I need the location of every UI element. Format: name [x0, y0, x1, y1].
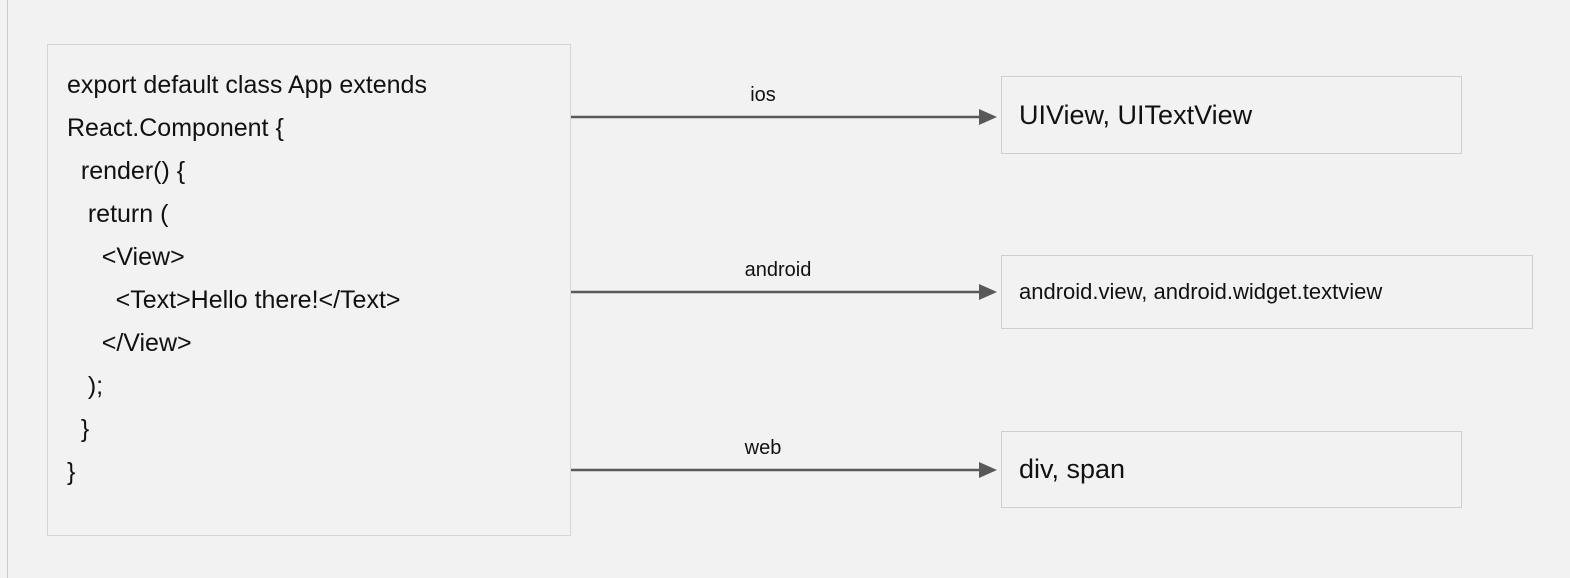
source-code-node[interactable]: export default class App extends React.C…	[47, 44, 571, 536]
edge-label-android: android	[744, 259, 812, 281]
target-node-web[interactable]: div, span	[1001, 431, 1462, 508]
target-node-ios[interactable]: UIView, UITextView	[1001, 76, 1462, 154]
edge-arrow-android[interactable]	[565, 280, 1005, 304]
edge-label-web: web	[744, 437, 782, 459]
target-node-android-label: android.view, android.widget.textview	[1019, 279, 1383, 304]
target-node-android[interactable]: android.view, android.widget.textview	[1001, 255, 1533, 329]
edge-label-ios: ios	[750, 84, 776, 106]
source-code-text: export default class App extends React.C…	[67, 71, 427, 486]
target-node-ios-label: UIView, UITextView	[1019, 99, 1253, 130]
page-divider	[7, 0, 8, 578]
target-node-web-label: div, span	[1019, 454, 1126, 484]
edge-arrow-ios[interactable]	[565, 105, 1005, 129]
edge-arrow-web[interactable]	[565, 458, 1005, 482]
